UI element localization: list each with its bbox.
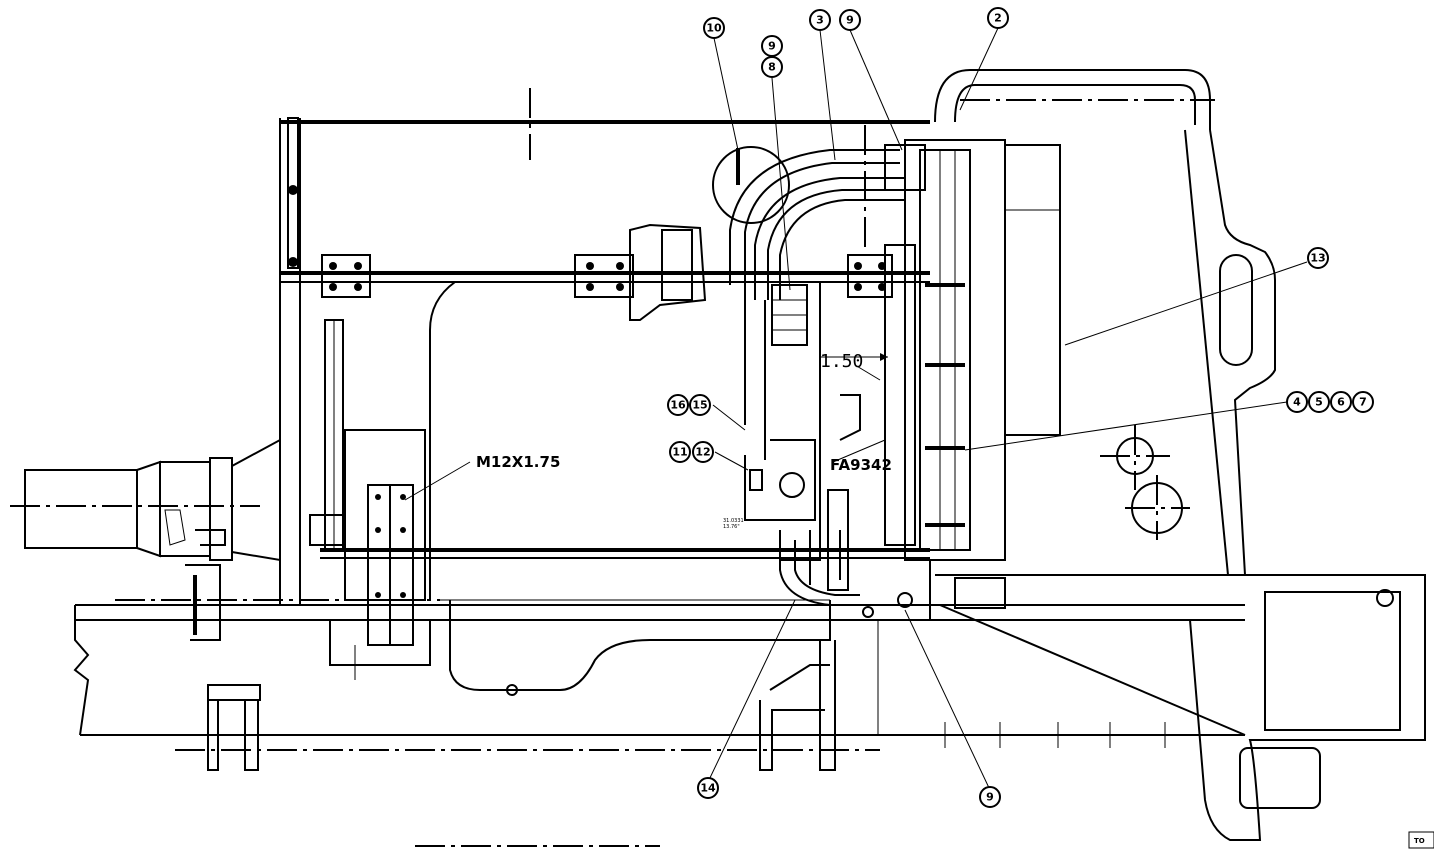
svg-text:3: 3 [816,14,824,27]
small-note-2: 13.76" [723,524,740,530]
fan-shroud [934,69,1426,841]
svg-text:5: 5 [1315,396,1323,409]
air-cleaner [629,146,790,321]
svg-text:6: 6 [1337,396,1345,409]
svg-text:2: 2 [994,12,1002,25]
mount-plate [309,484,431,680]
lower-hose [779,489,913,618]
corner-tag: TO [1408,831,1434,849]
svg-text:13: 13 [1310,252,1325,265]
svg-text:16: 16 [670,399,686,412]
shroud-holes [1116,437,1183,534]
callout-16: 16 [667,394,689,416]
left-strut [324,319,426,601]
engine-block [429,281,831,696]
callout-11: 11 [669,441,691,463]
callout-5: 5 [1308,391,1330,413]
svg-text:9: 9 [768,40,776,53]
callout-7: 7 [1352,391,1374,413]
callout-9-upper-right: 9 [839,9,861,31]
svg-text:11: 11 [672,446,687,459]
svg-text:7: 7 [1359,396,1367,409]
callout-9-bottom: 9 [979,786,1001,808]
svg-text:14: 14 [700,782,716,795]
dimension-callout: 1.50 FA9342 31.0331 13.76" [723,351,892,530]
small-note-1: 31.0331 [723,518,744,524]
svg-text:9: 9 [986,791,994,804]
svg-text:4: 4 [1293,396,1301,409]
callout-12: 12 [692,441,714,463]
svg-text:8: 8 [768,61,776,74]
svg-text:12: 12 [695,446,710,459]
lower-beam [73,604,1245,771]
thread-spec-label: M12X1.75 [476,453,560,471]
part-code-label: FA9342 [830,456,892,474]
dimension-label: 1.50 [820,351,863,372]
callout-14: 14 [697,777,719,799]
svg-text:10: 10 [706,22,722,35]
coolant-hoses [729,144,926,460]
callout-6: 6 [1330,391,1352,413]
callout-9-top: 9 [761,35,783,57]
callout-2: 2 [987,7,1009,29]
beam-ticks [877,620,1166,748]
center-bracket [744,394,861,521]
svg-text:TO: TO [1414,837,1425,845]
leader-lines [404,27,1308,791]
center-lines [10,88,1215,847]
radiator [884,139,1061,620]
svg-text:9: 9 [846,14,854,27]
exhaust-pipe [24,438,281,641]
callout-10: 10 [703,17,725,39]
callout-13: 13 [1307,247,1329,269]
svg-text:15: 15 [692,399,707,412]
callout-15: 15 [689,394,711,416]
callout-3: 3 [809,9,831,31]
callout-4: 4 [1286,391,1308,413]
callout-8: 8 [761,56,783,78]
